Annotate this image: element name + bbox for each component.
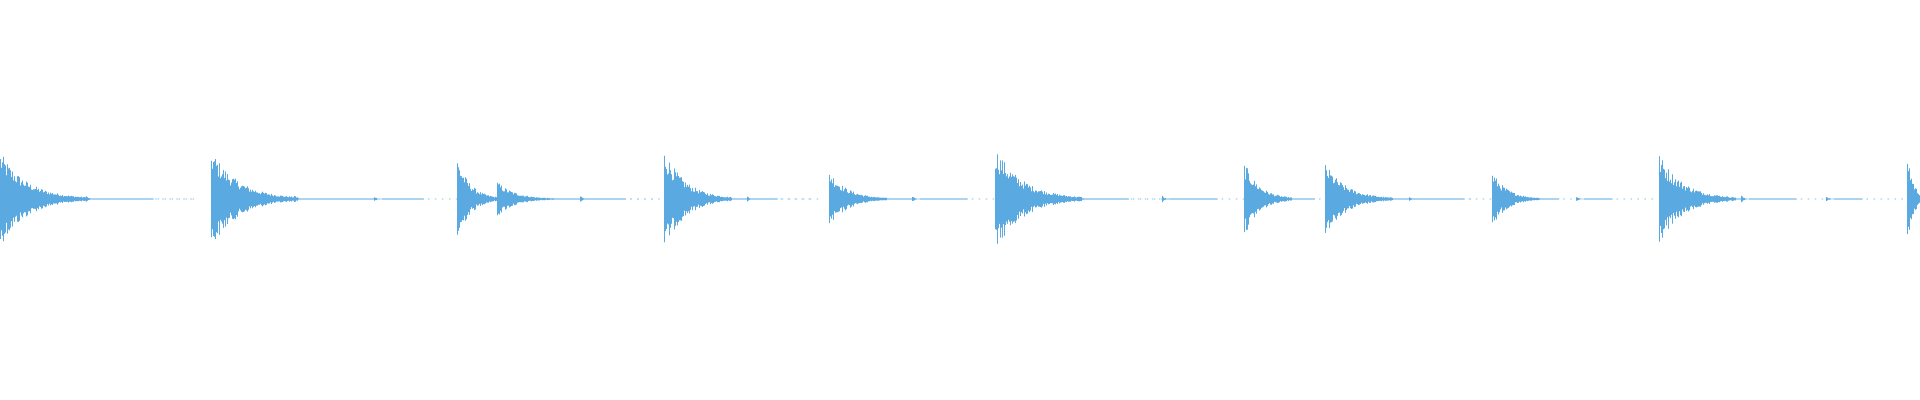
waveform-hit-shape [0, 156, 154, 242]
waveform-hit-shape [995, 154, 1120, 244]
waveform-hit-shape [457, 163, 523, 235]
waveform-hit-shape [1409, 197, 1465, 201]
waveform-hit-shape [1659, 156, 1746, 242]
waveform-hit [580, 196, 667, 202]
waveform-hit-shape [1325, 165, 1431, 233]
waveform-hit [664, 155, 811, 243]
waveform-hit [912, 197, 1009, 201]
waveform-hit-shape [1244, 165, 1315, 233]
waveform-hit [995, 154, 1161, 244]
waveform-hit-shape [374, 197, 424, 201]
waveform-hit [1576, 197, 1653, 201]
waveform-hit-shape [1079, 197, 1129, 201]
waveform-hit [747, 196, 819, 202]
waveform-hit-shape [1492, 175, 1560, 223]
waveform-hit-shape [1162, 195, 1218, 203]
waveform-hit [294, 196, 377, 202]
waveform-hit-shape [294, 196, 337, 202]
waveform-hit-shape [664, 155, 770, 243]
waveform-hit [1162, 195, 1259, 203]
waveform-hit-shape [497, 182, 613, 216]
waveform-hit-shape [1907, 163, 1920, 235]
waveform-hit [0, 156, 195, 242]
waveform-hit-shape [1576, 197, 1613, 201]
waveform-hit [86, 196, 192, 202]
waveform-hit-shape [1826, 197, 1863, 201]
waveform-hit [497, 182, 653, 216]
waveform-hit-shape [211, 159, 375, 239]
waveform-hit [1907, 163, 1920, 235]
waveform-hit-shape [912, 197, 968, 201]
waveform-hit [1409, 197, 1506, 201]
waveform-hit [1826, 197, 1903, 201]
waveform-hit-shape [580, 196, 627, 202]
waveform-hit-shape [1741, 195, 1797, 203]
waveform-hit [374, 197, 465, 201]
waveform-hit [1079, 197, 1170, 201]
waveform-hit-shape [829, 174, 916, 224]
waveform-hit-shape [86, 196, 152, 202]
waveform-hit-shape [747, 196, 778, 202]
waveform-hit [1741, 195, 1838, 203]
